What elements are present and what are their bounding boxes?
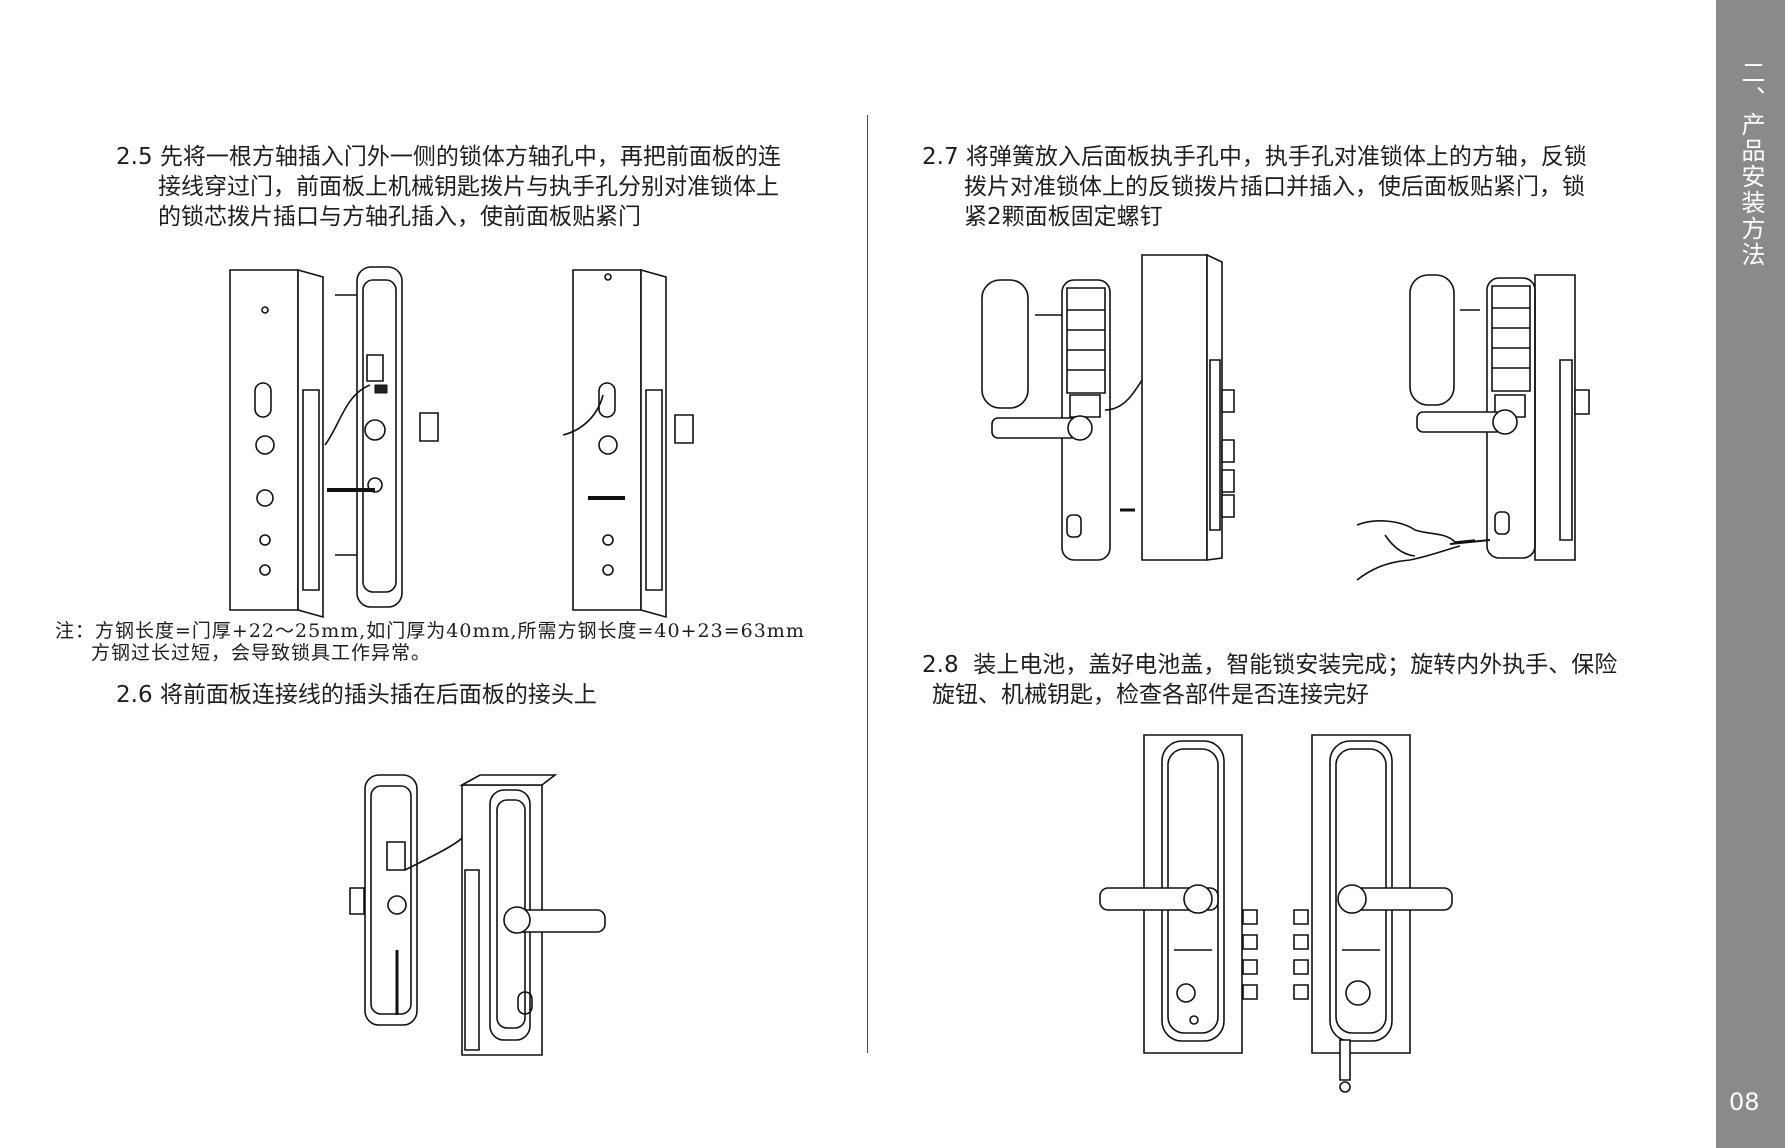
step-2-5-text: 2.5 先将一根方轴插入门外一侧的锁体方轴孔中，再把前面板的连 接线穿过门，前面…: [116, 142, 816, 232]
step-2-7-text: 2.7 将弹簧放入后面板执手孔中，执手孔对准锁体上的方轴，反锁 拨片对准锁体上的…: [922, 142, 1622, 232]
step-2-8-text: 2.8 装上电池，盖好电池盖，智能锁安装完成；旋转内外执手、保险 旋钮、机械钥匙…: [922, 650, 1682, 710]
step-2-7-line-1: 2.7 将弹簧放入后面板执手孔中，执手孔对准锁体上的方轴，反锁: [922, 144, 1587, 170]
illustration-2-5-door-inside: [553, 265, 713, 615]
note-line-1: 注：方钢长度=门厚+22～25mm,如门厚为40mm,所需方钢长度=40+23=…: [55, 620, 805, 642]
column-divider: [867, 115, 868, 1053]
page-number: 08: [1729, 1088, 1760, 1116]
step-2-6-number: 2.6: [116, 682, 153, 708]
illustration-2-8-inside-lock: [1290, 735, 1460, 1105]
step-2-8-line-2: 旋钮、机械钥匙，检查各部件是否连接完好: [932, 682, 1369, 708]
illustration-2-7-rear-panel: [980, 250, 1245, 560]
step-2-6-line-1: 将前面板连接线的插头插在后面板的接头上: [159, 682, 597, 708]
section-sidebar: [1716, 0, 1785, 1148]
section-title: 二、产品安装方法: [1737, 60, 1765, 268]
illustration-2-7-fasten-screws: [1355, 250, 1630, 590]
illustration-2-6-connect-cable: [345, 770, 615, 1060]
step-2-6-text: 2.6 将前面板连接线的插头插在后面板的接头上: [116, 680, 816, 710]
step-2-5-line-3: 的锁芯拨片插口与方轴孔插入，使前面板贴紧门: [158, 204, 641, 230]
step-2-7-number: 2.7: [922, 144, 959, 170]
illustration-2-5-front-panel: [225, 265, 445, 615]
step-2-8-line-1: 2.8 装上电池，盖好电池盖，智能锁安装完成；旋转内外执手、保险: [922, 652, 1618, 678]
illustration-2-8-outside-lock: [1098, 735, 1268, 1055]
step-2-5-line-1: 2.5 先将一根方轴插入门外一侧的锁体方轴孔中，再把前面板的连: [116, 144, 781, 170]
step-2-7-line-3: 紧2颗面板固定螺钉: [964, 204, 1163, 230]
step-2-8-number: 2.8: [922, 652, 959, 678]
step-2-5-number: 2.5: [116, 144, 153, 170]
note-square-shaft-length: 注：方钢长度=门厚+22～25mm,如门厚为40mm,所需方钢长度=40+23=…: [55, 620, 805, 664]
note-line-2: 方钢过长过短，会导致锁具工作异常。: [91, 642, 432, 664]
step-2-7-line-2: 拨片对准锁体上的反锁拨片插口并插入，使后面板贴紧门，锁: [964, 174, 1585, 200]
step-2-5-line-2: 接线穿过门，前面板上机械钥匙拨片与执手孔分别对准锁体上: [158, 174, 779, 200]
